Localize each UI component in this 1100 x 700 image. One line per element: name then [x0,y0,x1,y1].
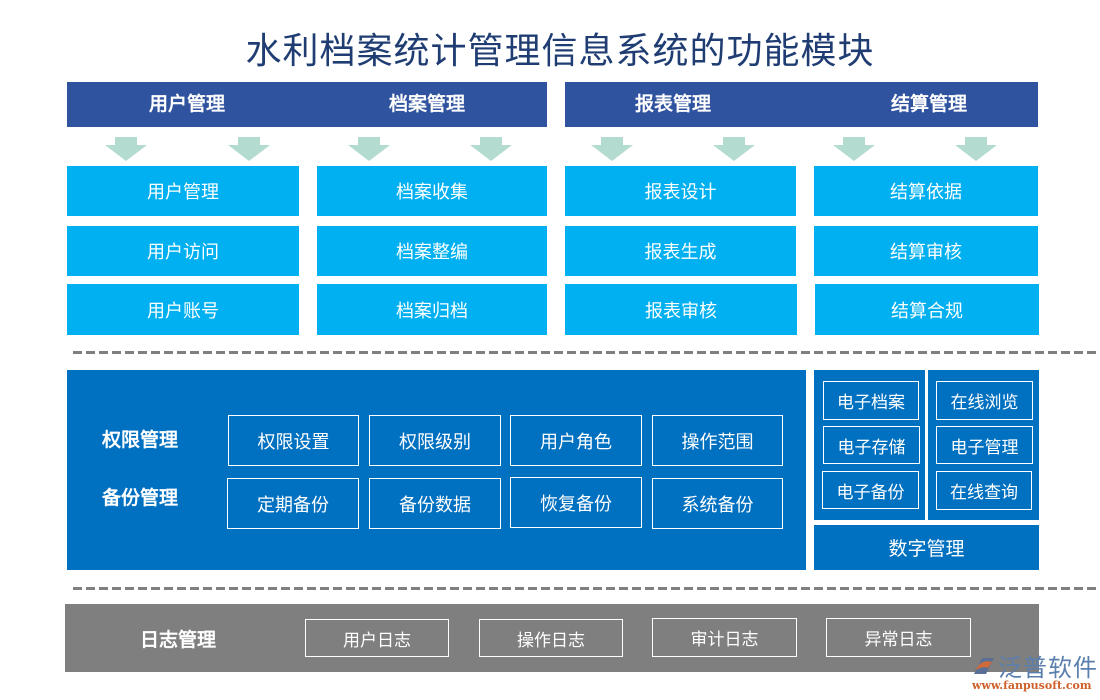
watermark-brand: 泛普软件 [998,654,1098,682]
box-restore-backup: 恢复备份 [510,477,642,528]
row-label-permission: 权限管理 [102,429,179,451]
down-arrow-icon [591,137,633,161]
box-e-backup: 电子备份 [822,471,919,509]
cell-archive-collect: 档案收集 [317,166,547,216]
watermark-url: www.fanpusoft.com [972,679,1092,692]
box-online-query: 在线查询 [936,471,1032,510]
row-label-backup: 备份管理 [102,487,179,509]
row-label-log: 日志管理 [140,629,217,651]
cell-archive-organize: 档案整编 [317,226,547,276]
module-header-user: 用户管理 [148,93,225,115]
box-operation-scope: 操作范围 [652,415,783,466]
digital-column-1 [814,370,925,520]
cell-settlement-compliance: 结算合规 [815,284,1039,335]
down-arrow-icon [713,137,755,161]
module-header-archive: 档案管理 [388,93,465,115]
permission-backup-panel [67,370,806,570]
cell-user-access: 用户访问 [67,226,299,276]
dashed-divider [73,351,1100,354]
header-bar-left: 用户管理 档案管理 [67,82,547,127]
digital-management-label: 数字管理 [814,525,1039,570]
down-arrow-icon [348,137,390,161]
box-operation-log: 操作日志 [479,619,623,657]
box-backup-data: 备份数据 [369,478,501,529]
box-user-role: 用户角色 [510,415,642,466]
cell-report-review: 报表审核 [565,284,797,335]
cell-user-account: 用户账号 [67,284,299,335]
cell-settlement-review: 结算审核 [814,226,1038,276]
box-e-management: 电子管理 [936,426,1033,464]
down-arrow-icon [955,137,997,161]
box-e-archive: 电子档案 [823,381,919,420]
cell-report-generate: 报表生成 [565,226,796,276]
box-scheduled-backup: 定期备份 [227,478,359,529]
module-header-settlement: 结算管理 [890,93,967,115]
box-permission-setting: 权限设置 [228,415,359,466]
log-management-panel [65,604,1039,672]
down-arrow-icon [470,137,512,161]
cell-archive-file: 档案归档 [317,284,547,335]
watermark-logo: 泛普软件 www.fanpusoft.com [968,650,1098,696]
box-permission-level: 权限级别 [369,415,501,466]
cell-report-design: 报表设计 [565,166,796,216]
down-arrow-icon [833,137,875,161]
box-system-backup: 系统备份 [652,478,783,529]
cell-settlement-basis: 结算依据 [814,166,1038,216]
digital-column-2 [928,370,1039,520]
box-e-storage: 电子存储 [823,426,920,464]
diagram-title: 水利档案统计管理信息系统的功能模块 [245,31,875,72]
box-audit-log: 审计日志 [652,618,797,657]
header-bar-right: 报表管理 结算管理 [565,82,1038,127]
fanpu-logo-icon [974,658,994,674]
box-exception-log: 异常日志 [826,618,971,657]
dashed-divider [73,587,1100,590]
cell-user-management: 用户管理 [67,166,299,216]
box-user-log: 用户日志 [305,619,449,657]
down-arrow-icon [228,137,270,161]
module-header-report: 报表管理 [634,93,711,115]
box-online-browse: 在线浏览 [936,381,1033,420]
down-arrow-icon [105,137,147,161]
